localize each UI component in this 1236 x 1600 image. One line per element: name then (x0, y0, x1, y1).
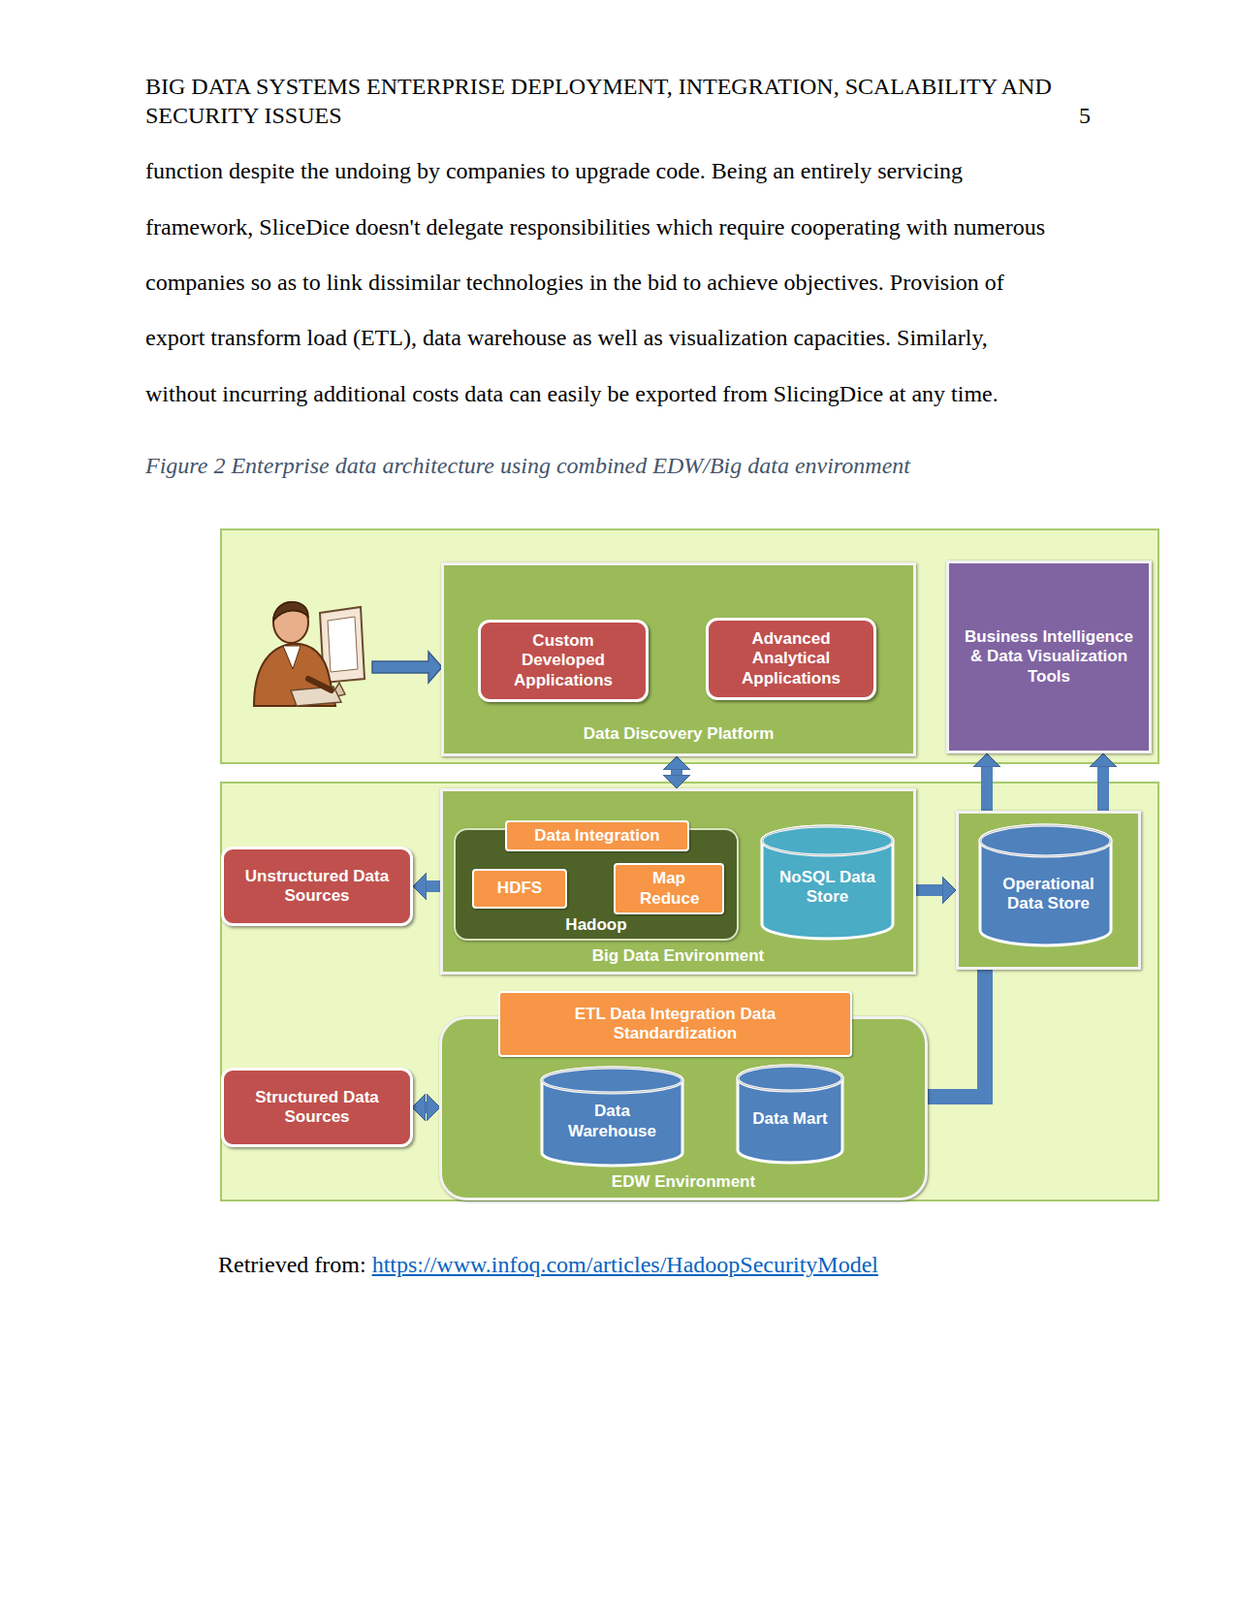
block-arrow (1097, 766, 1110, 811)
body-text-line: companies so as to link dissimilar techn… (145, 267, 1005, 297)
etl-box: ETL Data Integration Data Standardizatio… (498, 990, 853, 1057)
block-arrow (425, 1101, 427, 1113)
node-text: Structured Data Sources (233, 1087, 401, 1128)
bi-tools-box: Business Intelligence & Data Visualizati… (946, 560, 1152, 754)
page-number: 5 (1078, 100, 1091, 130)
cylinder-top (541, 1067, 683, 1093)
person-head (273, 602, 309, 643)
node-text: Custom Developed Applications (508, 631, 618, 691)
cylinder-rim (980, 824, 1111, 856)
node-text: NoSQL Data Store (776, 867, 879, 908)
node-text: HDFS (497, 878, 542, 898)
source-prefix: Retrieved from: (218, 1249, 367, 1279)
cylinder-top (737, 1065, 843, 1091)
integration-box: Data Integration (505, 820, 690, 852)
platform-panel: Data Discovery Platform Custom Developed … (441, 562, 917, 757)
user-illustration (253, 602, 365, 706)
person-collar (283, 645, 301, 669)
cylinder-rim (761, 825, 893, 856)
cylinder-body (761, 825, 893, 939)
cylinder-body (980, 824, 1111, 946)
body-text-line: export transform load (ETL), data wareho… (145, 322, 988, 352)
node-text: Hadoop (565, 915, 627, 935)
cylinder-top (980, 824, 1111, 856)
monitor-screen (327, 616, 358, 672)
operational-store: Operational Data Store (955, 810, 1141, 970)
warehouse-cylinder: Data Warehouse (540, 1067, 684, 1166)
cylinder-rim (541, 1067, 683, 1093)
edw-panel: EDW EnvironmentETL Data Integration Data… (439, 1015, 928, 1201)
node-text: Data Warehouse (566, 1101, 659, 1141)
mapreduce-box: Map Reduce (613, 862, 725, 915)
node-text: Business Intelligence & Data Visualizati… (958, 627, 1140, 687)
environment-panel: Big Data Environment Hadoop Data Integrati… (440, 788, 917, 975)
node-text: Unstructured Data Sources (233, 866, 401, 907)
node-text: Data Mart (752, 1109, 827, 1129)
cylinder-rim (737, 1065, 843, 1091)
data-source-box: Unstructured Data Sources (221, 846, 413, 926)
block-arrow (981, 766, 993, 811)
block-arrow (927, 969, 985, 1097)
body-text-line: without incurring additional costs data … (145, 379, 999, 409)
body-text-line: framework, SliceDice doesn't delegate re… (145, 212, 1046, 242)
top-band (221, 529, 1159, 763)
user-arrow (372, 651, 443, 683)
cylinder-body (737, 1065, 843, 1163)
source-link: https://www.infoq.com/articles/HadoopSec… (372, 1249, 879, 1279)
cylinder-body (541, 1067, 683, 1166)
body-text-line: function despite the undoing by companie… (145, 156, 963, 186)
hadoop-box: Hadoop Data IntegrationHDFS Map Reduce (453, 827, 739, 941)
application-box: Advanced Analytical Applications (705, 617, 877, 700)
node-text: Data Discovery Platform (583, 724, 775, 744)
node-text: ETL Data Integration Data Standardizatio… (573, 1004, 778, 1045)
person-hair (273, 602, 309, 621)
block-arrow (426, 880, 441, 892)
running-header: BIG DATA SYSTEMS ENTERPRISE DEPLOYMENT, … (145, 72, 1052, 130)
node-text: Data Integration (534, 825, 660, 846)
nosql-cylinder: NoSQL Data Store (760, 825, 894, 939)
node-text: Big Data Environment (592, 946, 765, 966)
node-text: Operational Data Store (994, 874, 1104, 915)
bottom-band (221, 782, 1159, 1201)
cylinder-top (761, 825, 893, 856)
datamart-cylinder: Data Mart (736, 1065, 844, 1163)
application-box: Custom Developed Applications (477, 619, 649, 702)
figure-caption: Figure 2 Enterprise data architecture us… (145, 450, 911, 480)
node-text: Map Reduce (639, 868, 698, 909)
node-text: EDW Environment (611, 1172, 756, 1192)
data-source-box: Structured Data Sources (221, 1067, 413, 1147)
person-arm (308, 678, 332, 691)
hdfs-box: HDFS (472, 868, 568, 909)
node-text: Advanced Analytical Applications (732, 629, 850, 689)
block-arrow (670, 769, 683, 775)
